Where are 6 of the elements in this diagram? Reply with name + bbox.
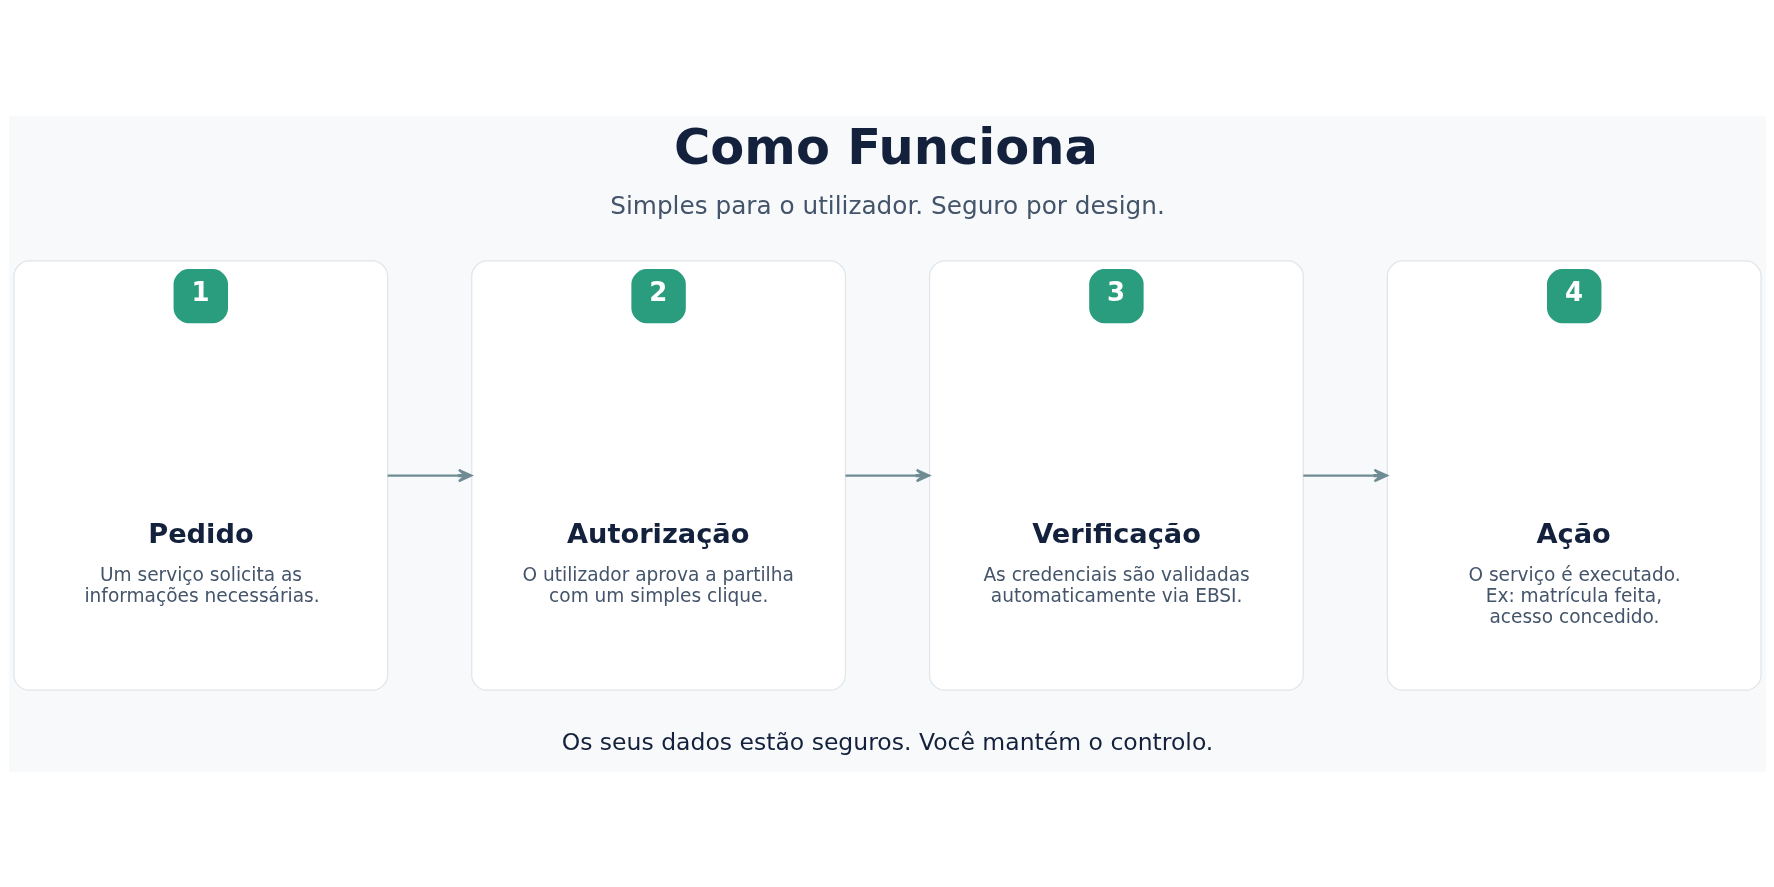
arrow [1302, 468, 1388, 482]
diagram-title: Como Funciona [673, 117, 1098, 176]
label: Os seus dados estão seguros. Você mantém o controlo. [561, 727, 1213, 756]
arrow [387, 468, 472, 482]
label: Simples para o utilizador. Seguro por design. [609, 190, 1165, 220]
arrow [845, 468, 930, 482]
